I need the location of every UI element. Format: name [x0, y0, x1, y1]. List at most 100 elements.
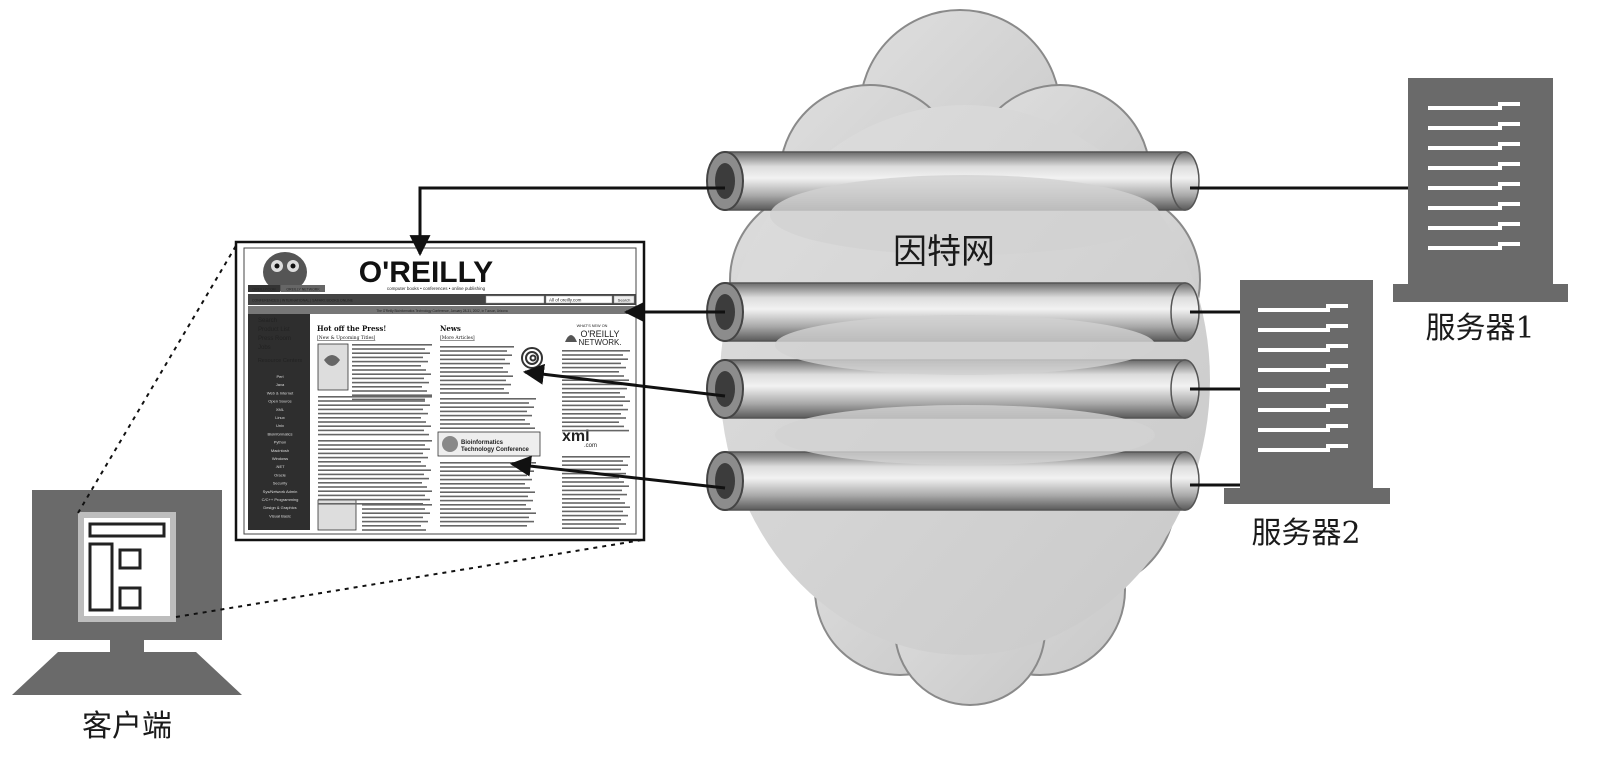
resource-center-item[interactable]: Open Source [268, 399, 292, 404]
text-line [562, 371, 619, 373]
resource-center-item[interactable]: Sys/Network Admin [263, 489, 298, 494]
client-label: 客户端 [82, 709, 172, 744]
resource-center-item[interactable]: Design & Graphics [263, 505, 296, 510]
text-line [562, 392, 620, 394]
resource-center-item[interactable]: Visual Basic [269, 513, 291, 518]
resource-center-item[interactable]: Security [273, 481, 287, 486]
response-arrows [409, 186, 726, 490]
server-1 [1393, 78, 1568, 302]
tab-oreilly-com[interactable]: OREILLY.COM [252, 288, 275, 292]
text-line [440, 402, 529, 404]
text-line [362, 516, 423, 519]
text-line [440, 525, 527, 527]
text-line [352, 381, 429, 384]
sidebar-link-jobs[interactable]: Jobs [258, 345, 271, 351]
network-word: NETWORK. [578, 338, 621, 347]
sidebar-link-press-room[interactable]: Press Room [258, 336, 291, 342]
text-line [318, 452, 423, 455]
text-line [440, 414, 532, 417]
text-line [318, 408, 423, 411]
promo-banner[interactable]: The O'Reilly Bioinformatics Technology C… [376, 309, 508, 313]
text-line [318, 400, 425, 402]
text-line [318, 448, 430, 450]
text-line [440, 491, 535, 493]
text-line [562, 358, 628, 360]
resource-center-item[interactable]: XML [276, 407, 285, 412]
text-line [352, 398, 425, 401]
text-line [352, 377, 424, 380]
resource-center-item[interactable]: Oracle [274, 472, 287, 477]
resource-center-item[interactable]: C/C++ Programming [262, 497, 299, 502]
network-whats-new: WHAT'S NEW ON [577, 324, 608, 328]
text-line [362, 512, 430, 514]
text-line [318, 469, 431, 471]
text-line [318, 477, 429, 480]
site-search-scope-label: All of oreilly.com [549, 298, 582, 303]
resource-center-item[interactable]: .NET [275, 464, 285, 469]
zoom-lines [77, 243, 643, 618]
arrow-pipe3-to-page [522, 363, 726, 398]
text-line [562, 506, 630, 508]
text-line [352, 352, 430, 354]
text-line [562, 527, 619, 529]
sidebar-link-product-list[interactable]: Product List [258, 327, 290, 333]
text-line [318, 494, 425, 497]
text-line [562, 502, 625, 504]
sidebar-link-search[interactable]: Search [258, 318, 277, 324]
text-line [562, 498, 620, 500]
text-line [440, 392, 509, 394]
site-search-input[interactable] [485, 295, 545, 304]
text-line [440, 520, 534, 523]
server-1-vent-icon [1428, 102, 1520, 250]
col2-subheading[interactable]: [More Articles] [440, 335, 475, 341]
text-line [318, 465, 426, 467]
text-line [440, 487, 530, 489]
book-cover-1-animal-icon [324, 355, 340, 366]
text-line [440, 383, 511, 386]
resource-center-item[interactable]: Web & Internet [267, 390, 294, 395]
top-nav[interactable]: CONFERENCES | INTERNATIONAL | SAFARI: BO… [252, 299, 354, 303]
internet-label: 因特网 [893, 232, 995, 272]
text-line [562, 354, 623, 356]
site-search-button-label: Search [618, 298, 631, 303]
column-hot-off-press: Hot off the Press! [New & Upcoming Title… [317, 324, 386, 531]
text-line [318, 417, 421, 419]
tab-oreilly-network[interactable]: OREILLY NETWORK [286, 288, 320, 292]
text-line [318, 444, 425, 446]
resource-center-item[interactable]: Java [276, 382, 285, 387]
xml-badge-suffix: .com [584, 443, 597, 449]
text-line [440, 470, 534, 472]
text-line [352, 344, 432, 346]
resource-center-item[interactable]: Macintosh [271, 448, 289, 453]
book-cover-1[interactable] [317, 343, 349, 391]
text-line [562, 404, 623, 407]
resource-center-item[interactable]: Bioinformatics [267, 431, 292, 436]
webpage-screenshot: OREILLY.COM OREILLY NETWORK O'REILLY com… [234, 240, 646, 542]
text-line [562, 485, 629, 487]
sidebar-links: Search Product List Press Room Jobs [258, 318, 291, 351]
text-line [318, 421, 426, 423]
text-line [362, 520, 428, 523]
text-line [562, 456, 630, 458]
text-line [318, 482, 422, 484]
resource-center-item[interactable]: Python [274, 440, 286, 445]
text-line [318, 486, 427, 488]
text-line [440, 350, 507, 352]
text-line [562, 481, 624, 483]
webpage-body-text [318, 344, 630, 531]
xml-badge[interactable]: xml [562, 428, 590, 445]
text-line [362, 508, 425, 510]
resource-center-item[interactable]: Linux [275, 415, 285, 420]
resource-center-item[interactable]: Unix [276, 423, 284, 428]
resource-center-item[interactable]: Perl [276, 374, 283, 379]
resource-center-item[interactable]: Windows [272, 456, 288, 461]
text-line [562, 429, 629, 432]
site-search-scope-select[interactable] [545, 295, 613, 304]
text-line [440, 474, 527, 477]
text-line [562, 375, 624, 377]
server-connection-lines [1190, 186, 1408, 487]
text-line [440, 508, 531, 510]
col1-subheading[interactable]: [New & Upcoming Titles] [317, 335, 376, 341]
text-line [352, 365, 421, 367]
